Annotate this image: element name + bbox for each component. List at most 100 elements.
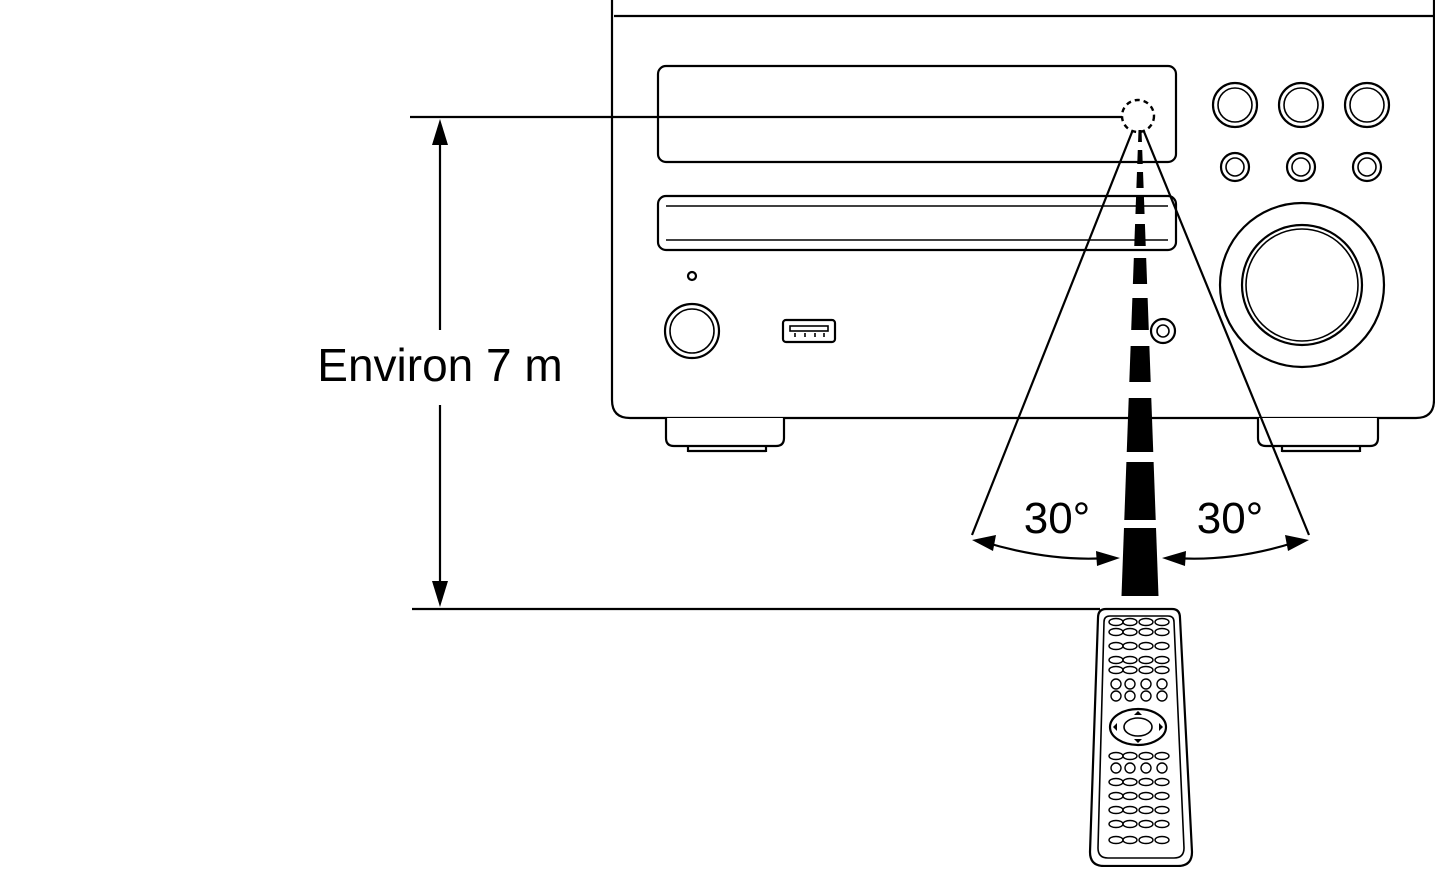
remote-button <box>1138 791 1154 801</box>
remote-button-grid <box>1108 617 1170 845</box>
arrow-up-icon <box>432 119 448 145</box>
upper-knobs <box>1211 81 1391 129</box>
volume-knob <box>1218 201 1386 369</box>
remote-button <box>1156 690 1168 702</box>
remote-button <box>1110 678 1122 690</box>
remote-button <box>1108 791 1124 801</box>
remote-button <box>1140 762 1152 774</box>
remote-button <box>1122 655 1138 665</box>
remote-button <box>1138 655 1154 665</box>
remote-button <box>1154 777 1170 787</box>
remote-button <box>1156 762 1168 774</box>
remote-button <box>1122 751 1138 761</box>
beam-segment <box>1137 150 1143 164</box>
remote-button <box>1138 627 1154 637</box>
remote-button <box>1108 655 1124 665</box>
remote-button <box>1154 655 1170 665</box>
beam-segment <box>1138 130 1142 142</box>
power-button <box>663 302 721 360</box>
small-buttons <box>1219 151 1383 183</box>
remote-button <box>1138 617 1154 627</box>
remote-control <box>1088 607 1194 868</box>
disc-slot <box>656 194 1178 252</box>
arc-arrow-left-inner-icon <box>1096 551 1120 566</box>
distance-dimension: Environ 7 m <box>317 115 1122 611</box>
right-foot <box>1256 418 1380 453</box>
beam-segment <box>1124 462 1156 520</box>
remote-button <box>1138 819 1154 829</box>
remote-button <box>1108 641 1124 651</box>
beam-segment <box>1131 298 1149 330</box>
remote-button <box>1108 835 1124 845</box>
remote-button <box>1110 762 1122 774</box>
remote-button <box>1138 777 1154 787</box>
beam-segment <box>1134 224 1146 246</box>
remote-button <box>1154 819 1170 829</box>
remote-face <box>1097 615 1185 859</box>
beam-segment <box>1132 258 1148 284</box>
angle-indicators: 30° 30° <box>972 494 1309 566</box>
cd-receiver <box>610 0 1435 453</box>
remote-button <box>1154 665 1170 675</box>
remote-button <box>1124 690 1136 702</box>
remote-button <box>1122 777 1138 787</box>
remote-button <box>1122 627 1138 637</box>
remote-button <box>1124 678 1136 690</box>
angle-label-right: 30° <box>1197 494 1264 543</box>
remote-button <box>1154 805 1170 815</box>
left-foot <box>664 418 786 453</box>
remote-button <box>1156 678 1168 690</box>
beam-segment <box>1126 398 1154 452</box>
distance-label: Environ 7 m <box>317 339 562 391</box>
beam-segment <box>1136 172 1144 188</box>
remote-button <box>1154 627 1170 637</box>
ir-beam <box>970 98 1311 596</box>
headphone-jack-icon <box>1149 317 1177 345</box>
beam-center-line <box>1121 130 1159 596</box>
remote-button <box>1124 762 1136 774</box>
remote-button <box>1154 641 1170 651</box>
remote-button <box>1122 835 1138 845</box>
remote-button <box>1140 690 1152 702</box>
beam-segment <box>1129 346 1151 382</box>
remote-button <box>1138 751 1154 761</box>
usb-port-icon <box>781 318 837 344</box>
receiver-body <box>610 0 1435 420</box>
remote-button <box>1108 665 1124 675</box>
right-angle-arc <box>1173 540 1297 560</box>
remote-button <box>1122 665 1138 675</box>
ir-sensor-icon <box>1120 98 1156 134</box>
beam-left-edge <box>970 116 1140 536</box>
remote-button <box>1138 665 1154 675</box>
left-angle-arc <box>983 540 1109 560</box>
beam-right-edge <box>1136 116 1311 536</box>
remote-button <box>1108 617 1124 627</box>
remote-button <box>1122 791 1138 801</box>
remote-button <box>1108 751 1124 761</box>
remote-button <box>1138 805 1154 815</box>
display-window <box>656 64 1178 164</box>
remote-button <box>1108 819 1124 829</box>
remote-button <box>1154 617 1170 627</box>
standby-led-icon <box>686 270 698 282</box>
remote-button <box>1122 819 1138 829</box>
remote-button <box>1154 751 1170 761</box>
remote-button <box>1122 805 1138 815</box>
arc-arrow-right-inner-icon <box>1162 551 1186 566</box>
remote-button <box>1138 641 1154 651</box>
remote-button <box>1154 835 1170 845</box>
angle-label-left: 30° <box>1024 494 1091 543</box>
remote-button <box>1122 641 1138 651</box>
remote-dpad <box>1108 707 1168 747</box>
beam-segment <box>1121 528 1159 596</box>
remote-button <box>1108 805 1124 815</box>
remote-button <box>1140 678 1152 690</box>
beam-segment <box>1135 196 1145 214</box>
remote-button <box>1122 617 1138 627</box>
arc-arrow-right-outer-icon <box>1285 535 1309 551</box>
arc-arrow-left-outer-icon <box>972 535 996 551</box>
remote-button <box>1110 690 1122 702</box>
remote-button <box>1138 835 1154 845</box>
